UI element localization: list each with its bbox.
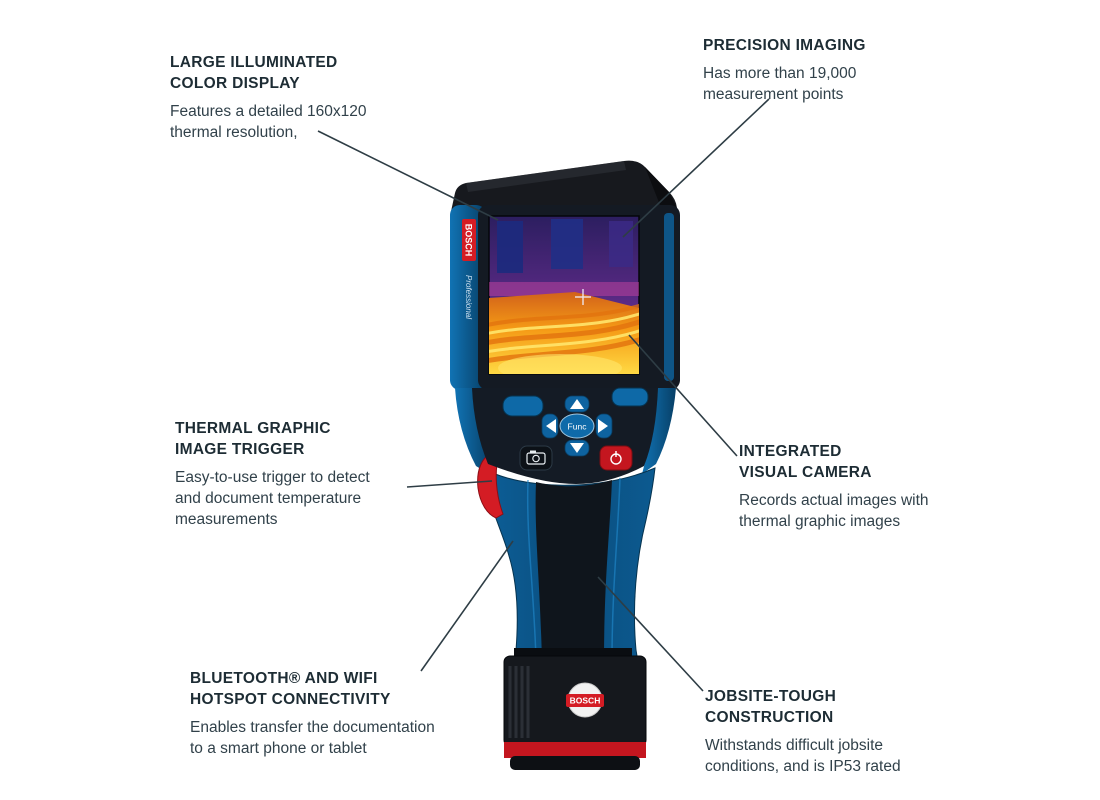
callout-line-trigger: [406, 480, 493, 488]
dpad-up-button: [564, 395, 590, 413]
callout-precision-body: Has more than 19,000 measurement points: [703, 64, 857, 103]
func-button: Func: [559, 413, 595, 439]
panel-button-left: [502, 395, 544, 417]
trigger: [477, 451, 504, 519]
func-button-label: Func: [568, 422, 588, 432]
bosch-battery-logo-text: BOSCH: [570, 696, 601, 706]
power-button: [599, 445, 633, 471]
callout-display-body: Features a detailed 160x120 thermal reso…: [170, 102, 367, 141]
callout-jobsite-body: Withstands difficult jobsite conditions,…: [705, 736, 901, 775]
callout-trigger-title: THERMAL GRAPHIC IMAGE TRIGGER: [175, 420, 331, 458]
callout-line-camera: [628, 334, 738, 457]
panel-side-left: [455, 388, 492, 476]
callout-line-bluetooth: [420, 540, 514, 672]
dpad-right-button: [595, 413, 613, 439]
callout-trigger: THERMAL GRAPHIC IMAGE TRIGGER Easy-to-us…: [175, 419, 415, 530]
bosch-side-badge: BOSCH Professional: [462, 219, 476, 319]
callout-bluetooth-title: BLUETOOTH® AND WIFI HOTSPOT CONNECTIVITY: [190, 670, 391, 708]
bosch-side-badge-text: BOSCH: [464, 224, 474, 257]
battery-pack: BOSCH: [503, 648, 647, 770]
battery-base: [510, 756, 640, 770]
dpad-left-button: [541, 413, 559, 439]
callout-line-jobsite: [597, 576, 704, 692]
battery-red-band: [504, 742, 646, 758]
callout-display: LARGE ILLUMINATED COLOR DISPLAY Features…: [170, 53, 400, 143]
callout-jobsite: JOBSITE-TOUGH CONSTRUCTION Withstands di…: [705, 687, 945, 777]
callout-bluetooth-body: Enables transfer the documentation to a …: [190, 718, 435, 757]
callout-camera: INTEGRATED VISUAL CAMERA Records actual …: [739, 442, 969, 532]
callout-line-display: [317, 130, 499, 221]
crosshair-icon: [575, 289, 591, 305]
thermal-display: [488, 215, 640, 375]
callout-line-precision: [622, 98, 770, 238]
callout-precision-title: PRECISION IMAGING: [703, 37, 866, 54]
callout-jobsite-title: JOBSITE-TOUGH CONSTRUCTION: [705, 688, 837, 726]
professional-label: Professional: [464, 275, 473, 319]
panel-button-right: [611, 387, 649, 407]
thermal-floor: [489, 292, 639, 374]
callout-camera-body: Records actual images with thermal graph…: [739, 491, 929, 530]
panel-side-right: [642, 388, 676, 474]
callout-display-title: LARGE ILLUMINATED COLOR DISPLAY: [170, 54, 338, 92]
callout-camera-title: INTEGRATED VISUAL CAMERA: [739, 443, 872, 481]
callout-trigger-body: Easy-to-use trigger to detect and docume…: [175, 468, 370, 528]
control-panel: Func: [472, 387, 658, 484]
camera-head: [450, 160, 678, 216]
bosch-battery-logo: BOSCH: [566, 682, 604, 718]
thermal-windows: [489, 219, 639, 296]
dpad-down-button: [564, 439, 590, 457]
callout-precision: PRECISION IMAGING Has more than 19,000 m…: [703, 36, 923, 105]
callout-bluetooth: BLUETOOTH® AND WIFI HOTSPOT CONNECTIVITY…: [190, 669, 490, 759]
handle: [481, 467, 656, 663]
camera-capture-button: [519, 445, 553, 471]
